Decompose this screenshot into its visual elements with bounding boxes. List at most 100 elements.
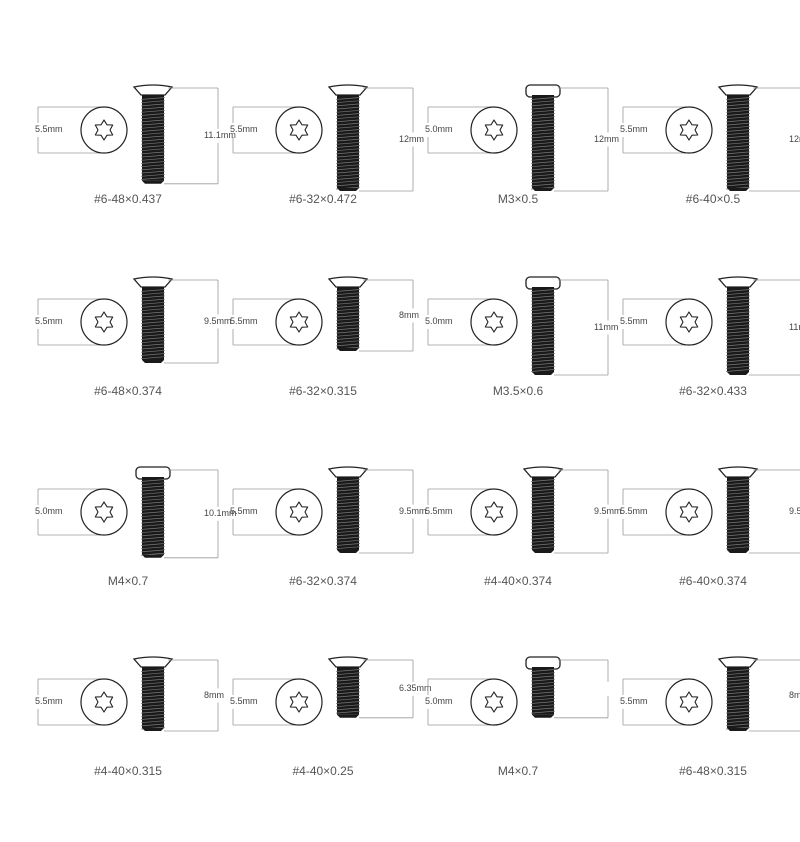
thread-line bbox=[725, 321, 751, 324]
thread-line bbox=[140, 530, 166, 534]
thread-line bbox=[725, 349, 751, 353]
thread-line bbox=[725, 717, 751, 720]
thread-line bbox=[335, 539, 361, 543]
screw-drawing bbox=[37, 466, 219, 559]
thread-line bbox=[140, 106, 166, 110]
torx-drive-icon bbox=[484, 691, 504, 713]
thread-line bbox=[725, 327, 751, 331]
thread-line bbox=[530, 362, 556, 366]
thread-line bbox=[530, 704, 556, 708]
thread-line bbox=[725, 308, 751, 312]
thread-line bbox=[140, 482, 166, 486]
thread-line bbox=[725, 514, 751, 518]
thread-line bbox=[530, 675, 556, 679]
thread-line bbox=[530, 359, 556, 363]
thread-line bbox=[140, 688, 166, 692]
thread-line bbox=[335, 154, 361, 158]
screw-head-side-view bbox=[327, 84, 369, 96]
thread-line bbox=[530, 317, 556, 321]
thread-line bbox=[140, 125, 166, 129]
diameter-label: 5.5mm bbox=[425, 506, 453, 516]
thread-line bbox=[335, 151, 361, 155]
thread-line bbox=[530, 311, 556, 315]
thread-line bbox=[725, 678, 751, 682]
thread-line bbox=[335, 103, 361, 107]
thread-line bbox=[725, 539, 751, 543]
diameter-label: 5.0mm bbox=[425, 124, 453, 134]
thread-line bbox=[335, 536, 361, 540]
thread-line bbox=[725, 669, 751, 672]
thread-line bbox=[725, 710, 751, 714]
screw-tip bbox=[532, 372, 554, 375]
thread-line bbox=[530, 122, 556, 126]
length-label: 6.35mm bbox=[399, 682, 432, 693]
thread-line bbox=[140, 122, 166, 126]
diameter-label: 5.5mm bbox=[620, 506, 648, 516]
thread-line bbox=[335, 97, 361, 100]
screw-drawing bbox=[232, 84, 414, 192]
thread-line bbox=[725, 122, 751, 126]
screw-drawing bbox=[622, 656, 800, 732]
thread-line bbox=[335, 327, 361, 331]
thread-line bbox=[335, 523, 361, 527]
thread-line bbox=[140, 704, 166, 708]
thread-line bbox=[725, 346, 751, 350]
screw-head-top-view bbox=[665, 678, 713, 726]
thread-line bbox=[140, 170, 166, 174]
thread-line bbox=[530, 145, 556, 148]
screw-tip bbox=[337, 348, 359, 351]
thread-line bbox=[530, 333, 556, 337]
thread-line bbox=[140, 552, 166, 556]
thread-line bbox=[335, 511, 361, 514]
thread-line bbox=[140, 301, 166, 305]
thread-line bbox=[140, 681, 166, 685]
thread-line bbox=[530, 125, 556, 129]
thread-line bbox=[530, 533, 556, 537]
thread-line bbox=[530, 295, 556, 299]
thread-line bbox=[140, 340, 166, 344]
thread-line bbox=[530, 327, 556, 331]
thread-line bbox=[530, 546, 556, 550]
thread-line bbox=[140, 507, 166, 511]
thread-line bbox=[335, 520, 361, 524]
thread-line bbox=[335, 527, 361, 530]
thread-line bbox=[140, 337, 166, 340]
diameter-label: 5.0mm bbox=[425, 316, 453, 326]
thread-line bbox=[140, 164, 166, 168]
length-label: 11mm bbox=[789, 321, 800, 332]
screw-head-top-view bbox=[665, 488, 713, 536]
thread-line bbox=[140, 701, 166, 704]
screw-spec-label: M3.5×0.6 bbox=[492, 384, 544, 398]
thread-line bbox=[725, 720, 751, 724]
thread-line bbox=[725, 723, 751, 727]
thread-line bbox=[725, 688, 751, 692]
thread-line bbox=[335, 132, 361, 136]
thread-line bbox=[530, 520, 556, 524]
thread-line bbox=[725, 495, 751, 498]
thread-line bbox=[530, 527, 556, 530]
screw-drawing bbox=[427, 466, 609, 554]
screw-head-side-view bbox=[717, 276, 759, 288]
thread-line bbox=[725, 301, 751, 305]
thread-line bbox=[140, 289, 166, 292]
thread-line bbox=[335, 125, 361, 129]
thread-line bbox=[725, 362, 751, 366]
screw-drawing bbox=[427, 84, 609, 192]
thread-line bbox=[530, 141, 556, 145]
thread-line bbox=[725, 298, 751, 302]
thread-line bbox=[530, 135, 556, 139]
thread-line bbox=[725, 356, 751, 360]
diameter-label: 5.0mm bbox=[35, 506, 63, 516]
thread-line bbox=[530, 511, 556, 514]
thread-line bbox=[725, 170, 751, 174]
thread-line bbox=[530, 681, 556, 685]
thread-line bbox=[335, 177, 361, 180]
thread-line bbox=[335, 311, 361, 315]
thread-line bbox=[530, 672, 556, 676]
thread-line bbox=[725, 365, 751, 369]
thread-line bbox=[335, 321, 361, 324]
thread-line bbox=[140, 151, 166, 155]
thread-line bbox=[725, 333, 751, 337]
